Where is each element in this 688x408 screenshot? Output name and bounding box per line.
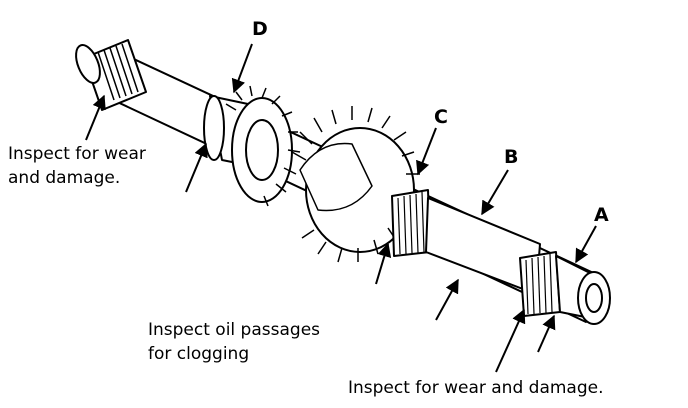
shaft-end-a — [555, 255, 611, 325]
gear-2 — [291, 106, 420, 263]
note-bottom: Inspect for wear and damage. — [348, 378, 604, 398]
note-oil-line1: Inspect oil passages — [148, 320, 321, 340]
arrow-oil — [375, 242, 392, 285]
arrow-bottom-2 — [495, 308, 526, 373]
bearing-a — [519, 251, 561, 317]
left-spline — [75, 39, 147, 111]
arrow-left-1 — [85, 94, 106, 141]
callout-b: B — [504, 146, 519, 168]
note-left-line2: and damage. — [8, 168, 121, 188]
arrow-bottom-1 — [435, 278, 459, 321]
bearing-c — [391, 189, 431, 257]
arrow-left-2 — [185, 142, 208, 193]
arrow-c — [416, 127, 437, 176]
arrow-a — [575, 225, 597, 264]
arrow-b — [481, 169, 509, 216]
callout-a: A — [594, 204, 609, 226]
callout-d: D — [252, 18, 268, 40]
callout-c: C — [434, 106, 448, 128]
note-left-line1: Inspect for wear — [8, 144, 146, 164]
arrow-bottom-3 — [537, 314, 556, 353]
note-oil-line2: for clogging — [148, 344, 250, 364]
arrow-d — [231, 43, 253, 94]
gear-1 — [225, 85, 301, 207]
